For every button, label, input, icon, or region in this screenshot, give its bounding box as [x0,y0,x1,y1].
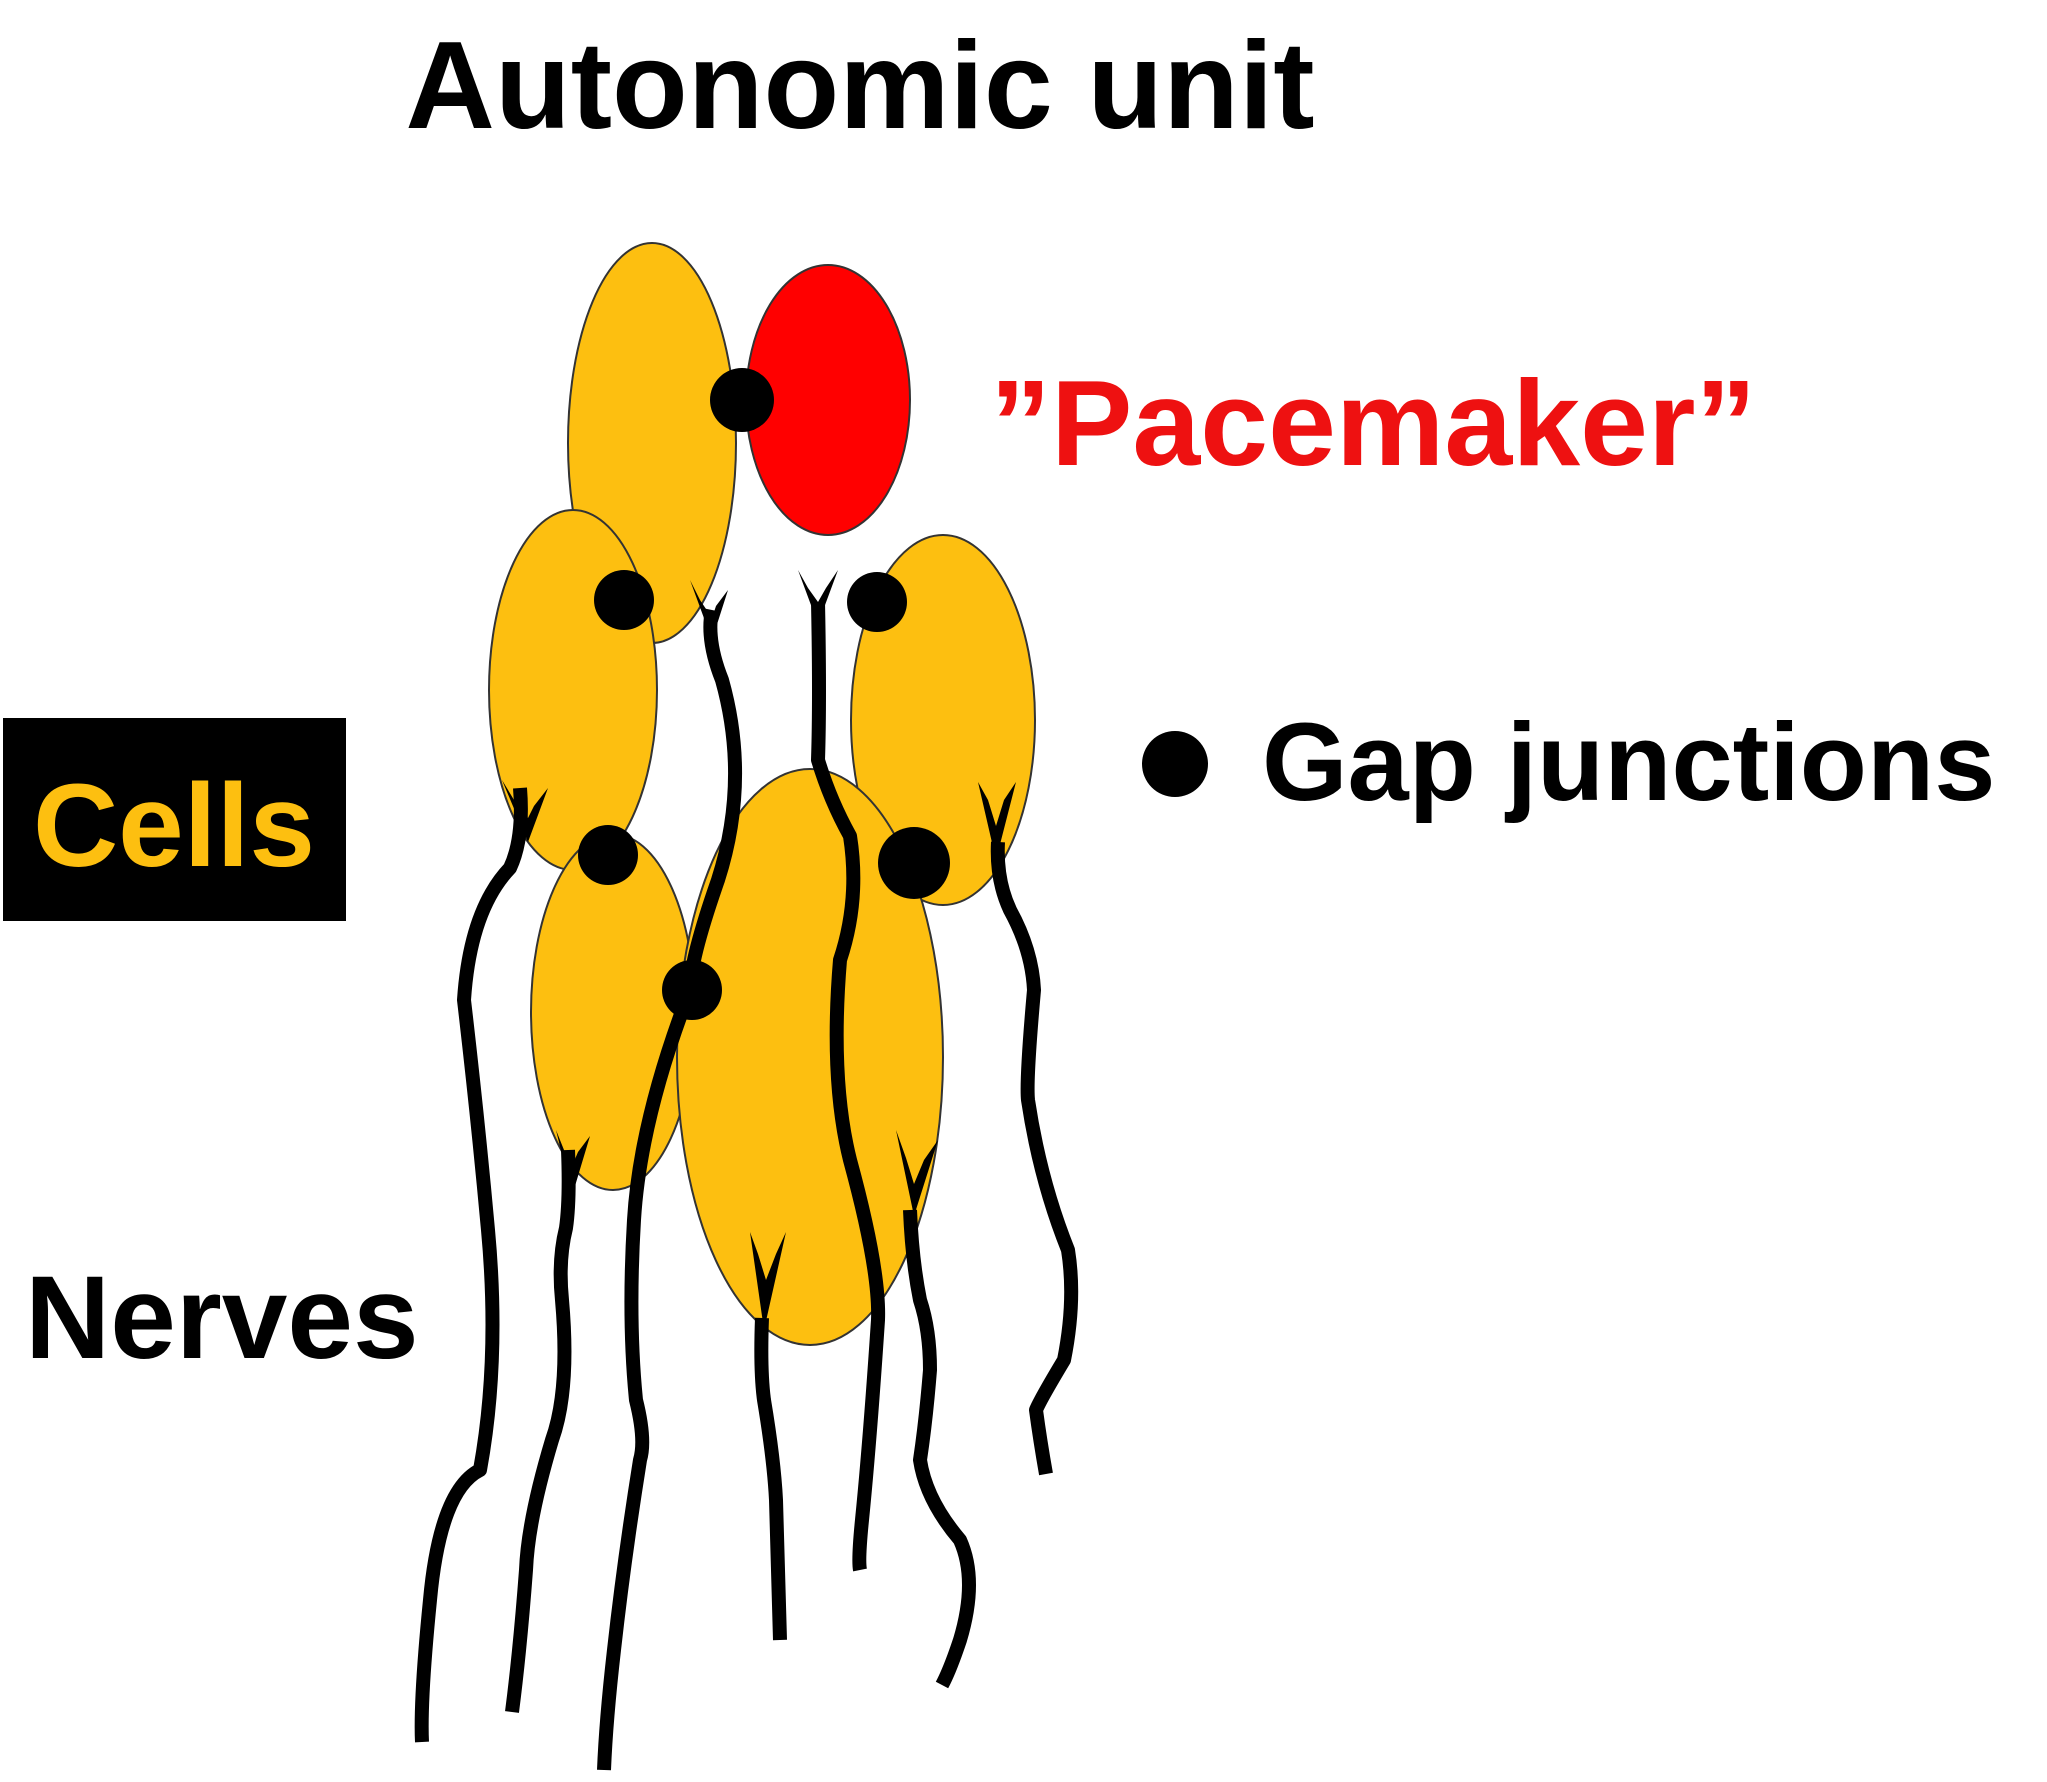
nerve-fiber [903,1209,976,1689]
nerves-label: Nerves [25,1252,419,1384]
gap-junction [578,825,638,885]
cells-label: Cells [33,760,315,892]
gap-junction-legend-icon [1142,731,1208,797]
pacemaker-label: ”Pacemaker” [990,355,1756,491]
nerve-fiber [414,787,528,1743]
nerve-fibers [414,601,1079,1771]
nerve-terminal [556,1130,590,1196]
cell [530,833,696,1191]
nerve-terminal [750,1232,786,1330]
nerve-fiber [505,1149,576,1713]
nerve-fiber [597,608,743,1771]
diagram-title: Autonomic unit [405,17,1314,155]
nerve-fiber [811,601,886,1572]
gap-junctions-label: Gap junctions [1262,701,1995,824]
gap-junction [847,572,907,632]
gap-junction [710,368,774,432]
nerve-terminals [502,570,1016,1330]
nerve-terminal [798,570,838,624]
nerve-fiber [754,1317,787,1641]
nerve-terminal [978,782,1016,860]
cells-label-box [3,718,346,921]
nerve-terminal [502,780,548,842]
gap-junction [662,960,722,1020]
cell [676,768,944,1346]
nerve-terminal [896,1130,938,1216]
gap-junction [594,570,654,630]
nerve-fiber [990,841,1079,1476]
gap-junctions [578,368,950,1020]
nerve-terminal [690,580,728,640]
gap-junction [878,827,950,899]
